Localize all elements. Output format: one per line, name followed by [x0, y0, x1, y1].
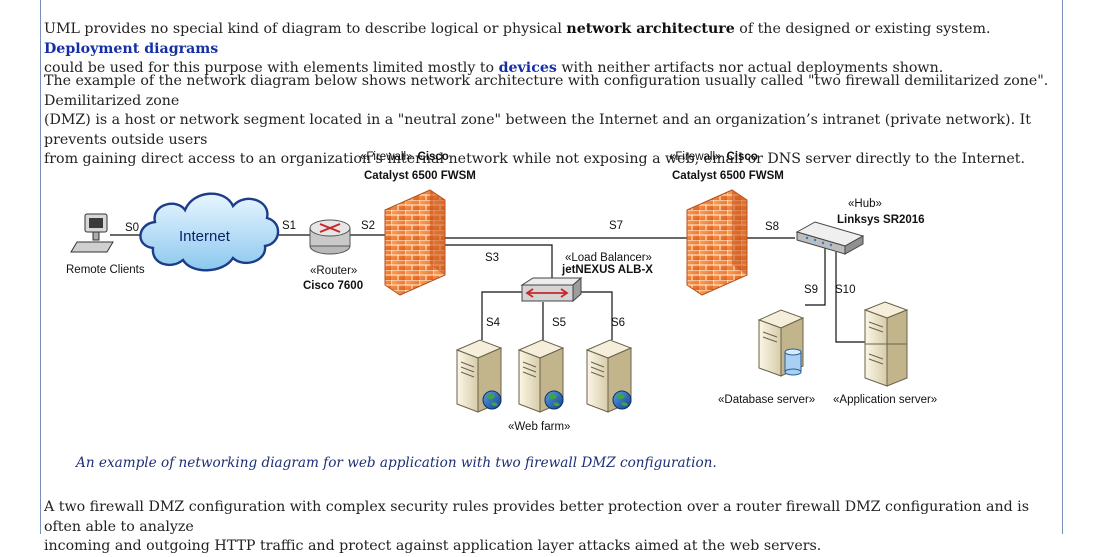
firewall-2-title: «Firewall» Cisco	[669, 145, 758, 164]
conclusion-line-2: incoming and outgoing HTTP traffic and p…	[44, 538, 822, 554]
firewall-1-model: Catalyst 6500 FWSM	[364, 170, 476, 182]
link-s8-label: S8	[765, 221, 779, 233]
web-server-3-icon	[585, 339, 633, 413]
intro-text-4: with neither artifacts nor actual deploy…	[556, 60, 944, 76]
web-server-2-icon	[517, 339, 565, 413]
intro-text-2: of the designed or existing system.	[734, 21, 991, 37]
internet-label: Internet	[179, 228, 231, 245]
network-architecture-term: network architecture	[566, 21, 735, 37]
conclusion-paragraph: A two firewall DMZ configuration with co…	[44, 498, 1054, 557]
router-model: Cisco 7600	[303, 280, 363, 292]
web-server-1-icon	[455, 339, 503, 413]
hub-model: Linksys SR2016	[837, 214, 925, 226]
connection-lines	[110, 234, 865, 343]
remote-clients-icon	[70, 213, 114, 253]
intro-text-3: could be used for this purpose with elem…	[44, 60, 499, 76]
application-server-icon	[863, 301, 909, 387]
link-s9-label: S9	[804, 284, 818, 296]
link-s0-label: S0	[125, 222, 139, 234]
application-server-label: «Application server»	[833, 394, 937, 406]
database-server-label: «Database server»	[718, 394, 815, 406]
description-paragraph: The example of the network diagram below…	[44, 72, 1054, 170]
load-balancer-stereotype: «Load Balancer»	[565, 252, 652, 264]
hub-icon	[795, 221, 865, 255]
link-s4-label: S4	[486, 317, 501, 329]
router-icon	[309, 219, 351, 255]
link-s3-label: S3	[485, 252, 499, 264]
hub-stereotype: «Hub»	[848, 198, 882, 210]
remote-clients-label: Remote Clients	[66, 264, 145, 276]
firewall-1-stereotype: «Firewall»	[360, 151, 412, 163]
link-s7-label: S7	[609, 220, 623, 232]
load-balancer-icon	[520, 276, 583, 303]
devices-link[interactable]: devices	[498, 60, 557, 76]
intro-text-1: UML provides no special kind of diagram …	[44, 21, 567, 37]
internet-cloud-icon	[139, 192, 280, 272]
router-stereotype: «Router»	[310, 265, 357, 277]
firewall-2-stereotype: «Firewall»	[669, 151, 721, 163]
network-diagram: Remote Clients Internet «Router» Cisco 7…	[66, 145, 937, 433]
firewall-2-model: Catalyst 6500 FWSM	[672, 170, 784, 182]
content-frame	[40, 0, 1063, 534]
description-line-1: The example of the network diagram below…	[44, 73, 1049, 109]
firewall-1-icon	[384, 189, 446, 296]
link-s6-label: S6	[611, 317, 625, 329]
firewall-1-vendor: Cisco	[418, 151, 449, 163]
firewall-1-title: «Firewall» Cisco	[360, 145, 449, 164]
intro-paragraph: UML provides no special kind of diagram …	[44, 20, 1054, 79]
firewall-2-vendor: Cisco	[727, 151, 758, 163]
database-server-icon	[757, 309, 805, 377]
link-s5-label: S5	[552, 317, 566, 329]
description-line-3: from gaining direct access to an organiz…	[44, 151, 1025, 167]
firewall-2-icon	[686, 189, 748, 296]
deployment-diagrams-link[interactable]: Deployment diagrams	[44, 40, 219, 57]
conclusion-line-1: A two firewall DMZ configuration with co…	[44, 499, 1029, 535]
link-s2-label: S2	[361, 220, 375, 232]
web-farm-label: «Web farm»	[508, 421, 570, 433]
link-s1-label: S1	[282, 220, 296, 232]
load-balancer-model: jetNEXUS ALB-X	[561, 264, 653, 276]
link-s10-label: S10	[835, 284, 855, 296]
diagram-caption: An example of networking diagram for web…	[76, 455, 717, 471]
description-line-2: (DMZ) is a host or network segment locat…	[44, 112, 1031, 148]
